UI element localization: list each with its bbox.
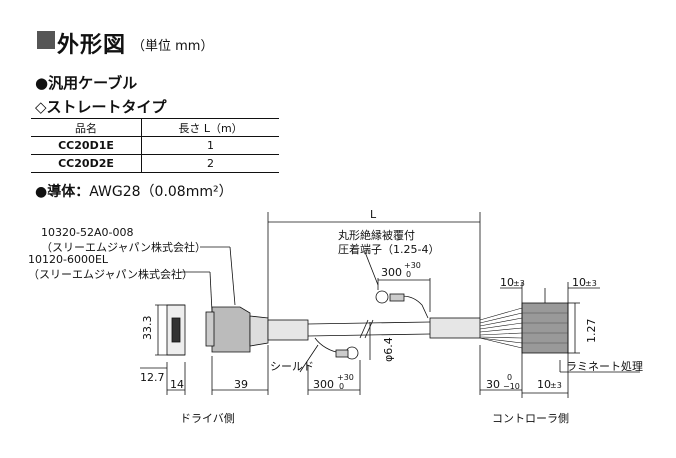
connector-2-part: 10120-6000EL xyxy=(28,253,109,266)
table-header-cell: 品名 xyxy=(31,118,142,137)
dim-300-bottom-tol-minus: 0 xyxy=(339,382,344,391)
length-label: L xyxy=(370,208,377,221)
controller-side-label: コントローラ側 xyxy=(492,412,569,425)
subsection-title: ◇ストレートタイプ xyxy=(35,98,167,116)
connector-2-maker: （スリーエムジャパン株式会社） xyxy=(28,267,193,281)
dim-14: 14 xyxy=(170,378,184,391)
terminal-label-2: 圧着端子（1.25-4） xyxy=(338,242,439,256)
title-square-icon xyxy=(37,31,55,49)
driver-side-label: ドライバ側 xyxy=(180,412,235,425)
dim-1-27: 1.27 xyxy=(585,319,598,344)
cable-sleeve xyxy=(429,317,481,339)
connector-pin-window xyxy=(171,317,181,343)
connector-1-part: 10320-52A0-008 xyxy=(41,226,133,239)
dim-300-bottom: 300 xyxy=(313,378,334,391)
strain-relief xyxy=(267,319,309,341)
dim-30-tol-plus: 0 xyxy=(507,373,512,382)
laminated-ribbon xyxy=(521,302,569,354)
dim-12-7: 12.7 xyxy=(140,371,165,384)
dim-10-bottom-tol: ±3 xyxy=(550,381,562,390)
conductor-note: ●導体：AWG28（0.08mm²） xyxy=(35,181,233,201)
dim-10-bottom: 10 xyxy=(537,378,551,391)
table-header-cell: 長さ L（m） xyxy=(141,118,279,137)
dim-10-left-tol: ±3 xyxy=(513,279,525,288)
dim-300-bottom-tol-plus: +30 xyxy=(337,373,354,382)
shield-label: シールド xyxy=(270,360,314,373)
conductor-note-label: ●導体： xyxy=(35,184,90,200)
section-title: ●汎用ケーブル xyxy=(35,74,138,92)
dim-300-top-tol-minus: 0 xyxy=(406,270,411,279)
dim-33-3: 33.3 xyxy=(141,316,154,341)
spec-table: 品名 長さ L（m） CC20D1E 1 CC20D2E 2 xyxy=(31,118,279,173)
table-row: CC20D1E 1 xyxy=(31,136,279,155)
laminate-label: ラミネート処理 xyxy=(566,360,643,373)
dim-10-right-tol: ±3 xyxy=(585,279,597,288)
dim-30: 30 xyxy=(486,378,500,391)
conductor-note-value: AWG28（0.08mm²） xyxy=(89,184,233,200)
page-title-unit: （単位 mm） xyxy=(132,39,214,54)
table-cell: CC20D2E xyxy=(31,154,142,173)
dim-300-top: 300 xyxy=(381,266,402,279)
dim-30-tol-minus: −10 xyxy=(503,382,520,391)
dim-10-left: 10 xyxy=(500,276,514,289)
terminal-label-1: 丸形絶縁被覆付 xyxy=(338,228,415,242)
dim-39: 39 xyxy=(234,378,248,391)
table-cell: 1 xyxy=(141,136,279,155)
drawing-lines xyxy=(140,212,640,398)
dim-phi: φ6.4 xyxy=(382,337,395,362)
page-title: 外形図 xyxy=(57,33,127,58)
table-cell: CC20D1E xyxy=(31,136,142,155)
table-row: CC20D2E 2 xyxy=(31,154,279,173)
driver-connector-shell xyxy=(211,306,251,353)
table-header-row: 品名 長さ L（m） xyxy=(31,118,279,137)
dim-300-top-tol-plus: +30 xyxy=(404,261,421,270)
table-cell: 2 xyxy=(141,154,279,173)
dim-10-right: 10 xyxy=(572,276,586,289)
connector-1-maker: （スリーエムジャパン株式会社） xyxy=(41,240,206,254)
